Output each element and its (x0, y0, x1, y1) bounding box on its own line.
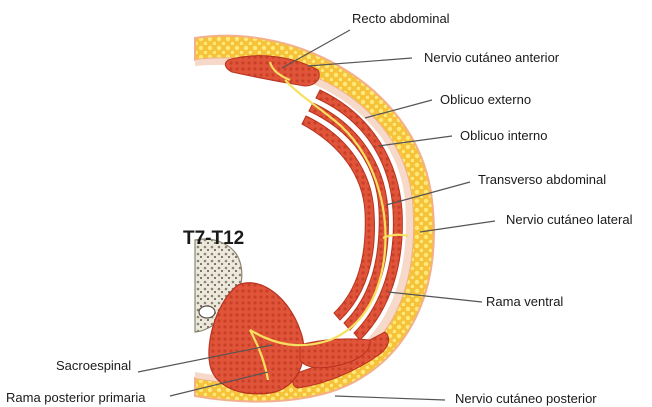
label-nervio-cutaneo-anterior: Nervio cutáneo anterior (424, 50, 560, 65)
label-rama-posterior-primaria: Rama posterior primaria (6, 390, 146, 405)
label-sacroespinal: Sacroespinal (56, 358, 131, 373)
label-transverso-abdominal: Transverso abdominal (478, 172, 606, 187)
label-nervio-cutaneo-posterior: Nervio cutáneo posterior (455, 391, 597, 406)
label-oblicuo-externo: Oblicuo externo (440, 92, 531, 107)
label-rama-ventral: Rama ventral (486, 294, 563, 309)
label-recto-abdominal: Recto abdominal (352, 11, 450, 26)
label-nervio-cutaneo-lateral: Nervio cutáneo lateral (506, 212, 633, 227)
label-oblicuo-interno: Oblicuo interno (460, 128, 547, 143)
vertebral-level-label: T7-T12 (183, 228, 244, 249)
